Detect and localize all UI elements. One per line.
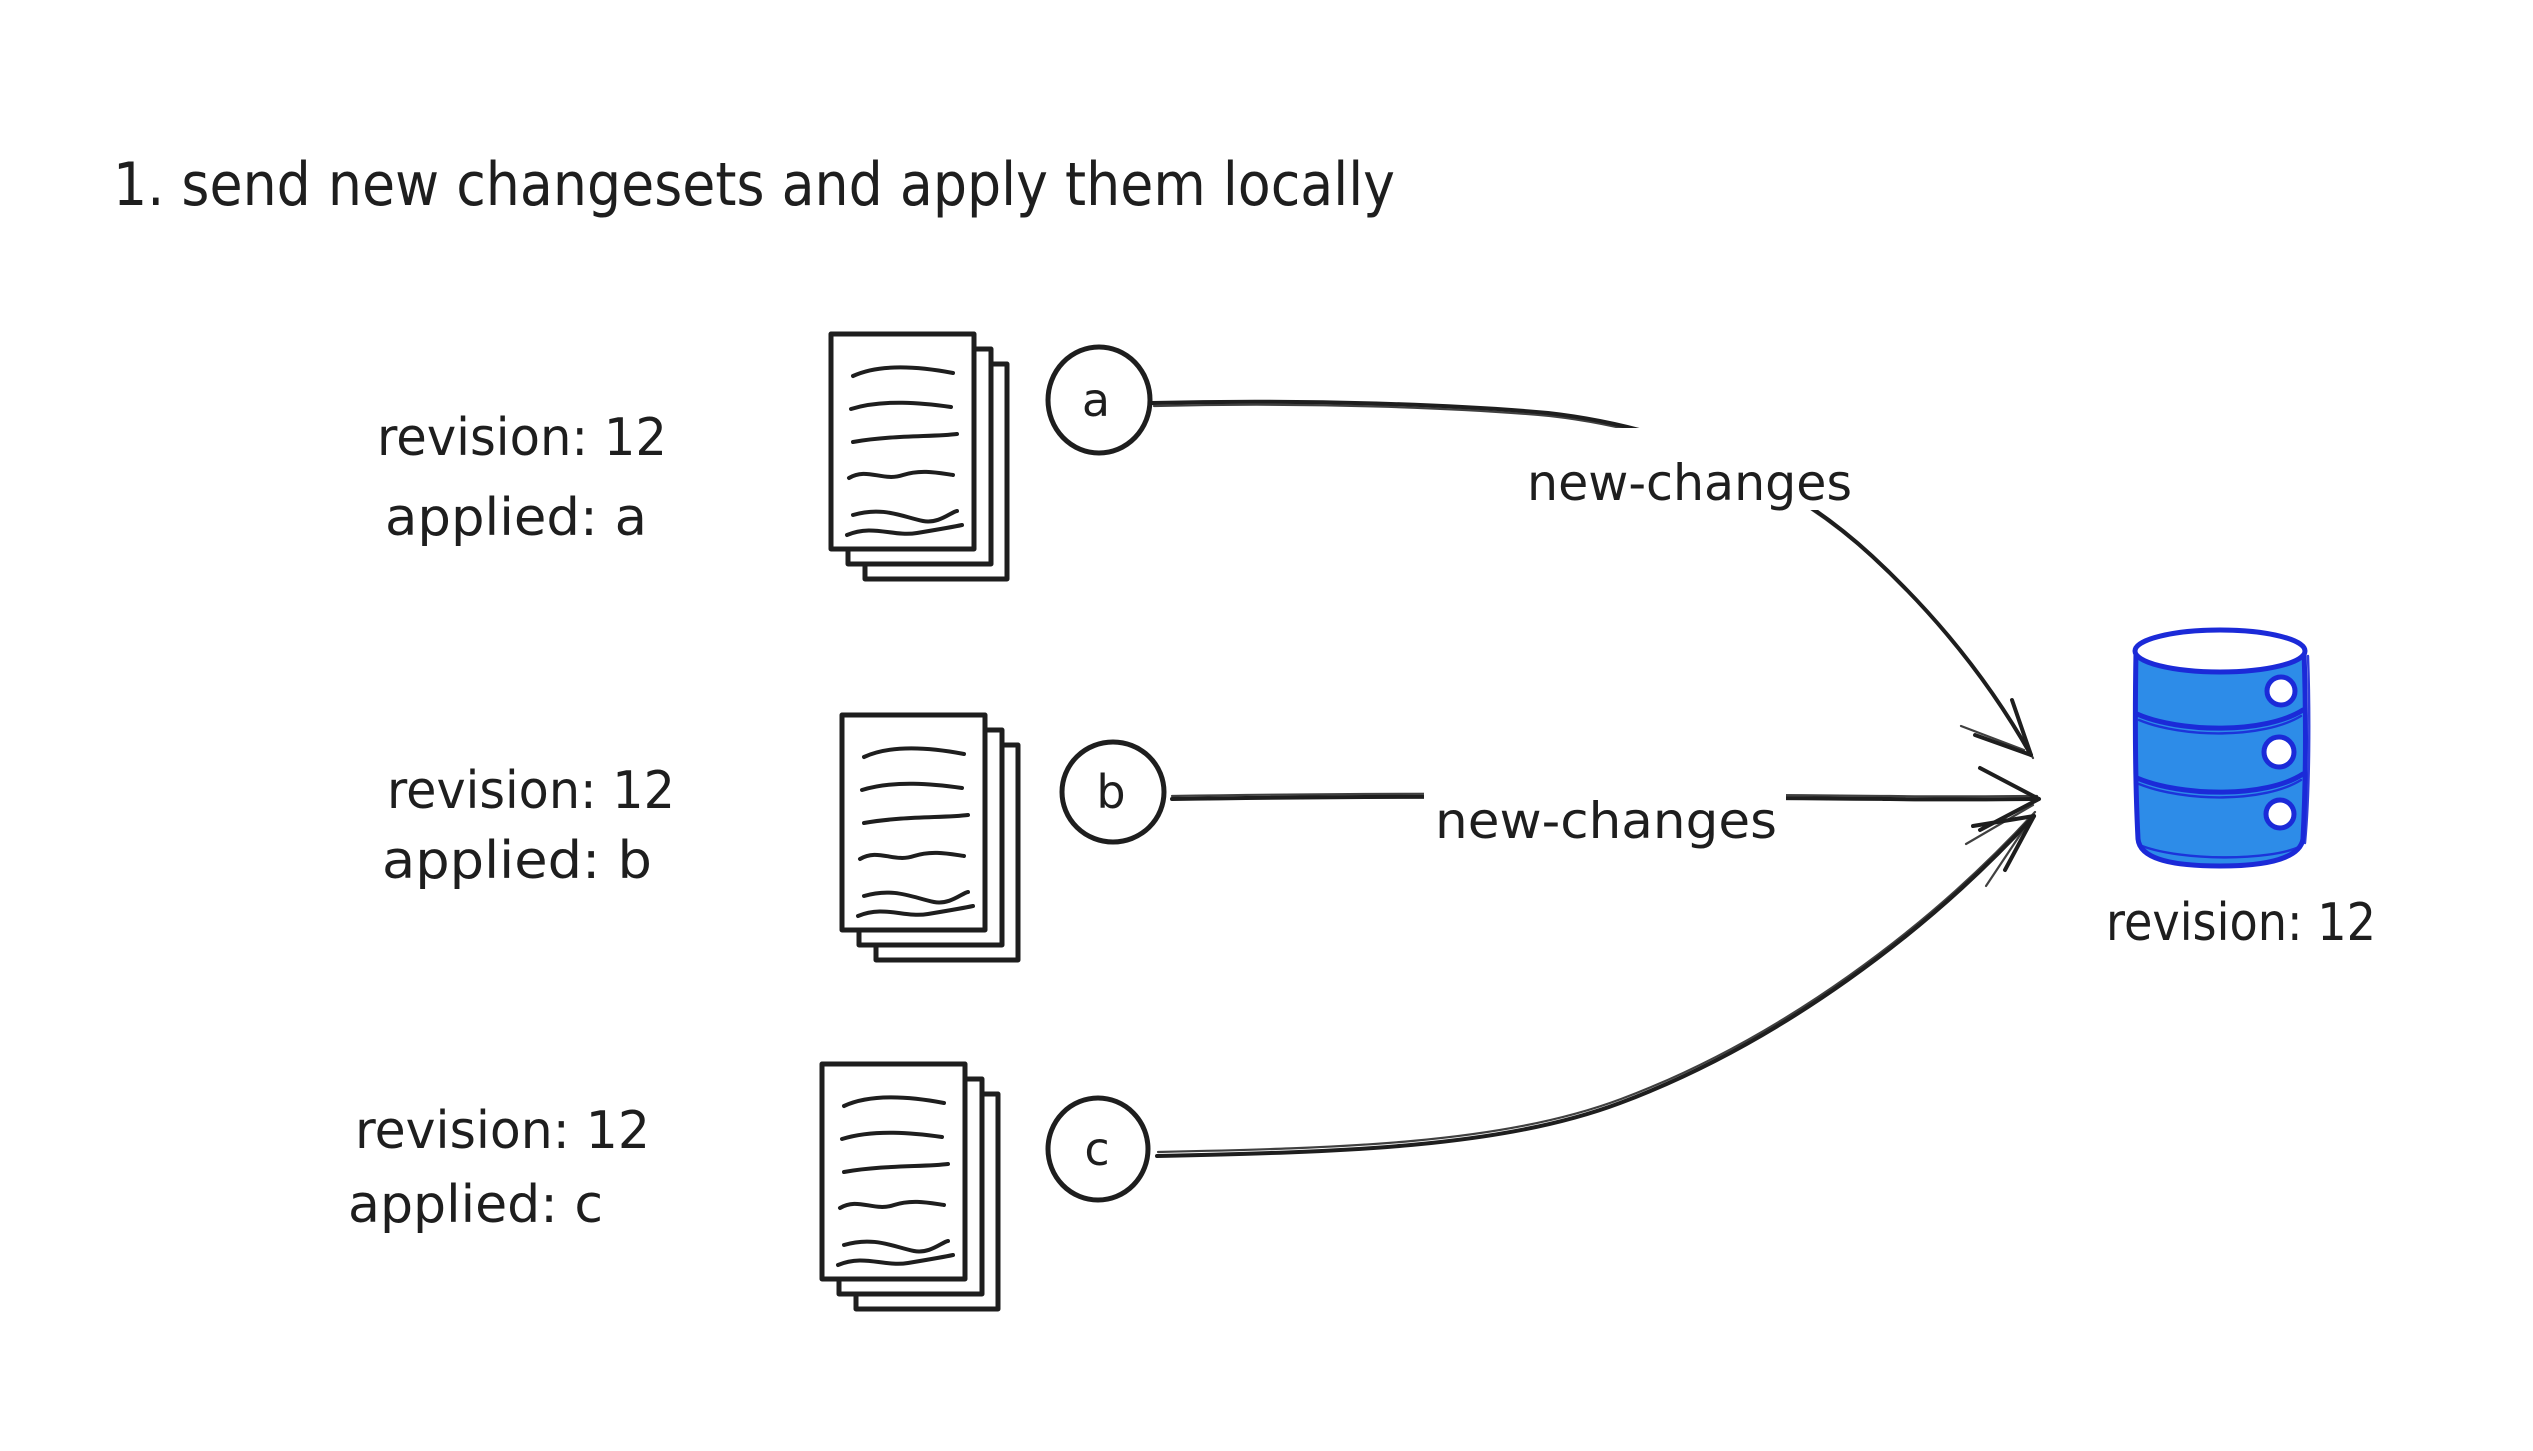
arrowhead-icon [1959,698,2033,757]
client-c-revision-label: revision: 12 [355,1101,650,1161]
arrow-c-to-database [1155,810,2037,1158]
diagram-title: 1. send new changesets and apply them lo… [113,150,1395,220]
document-stack-icon [831,334,1007,579]
database-dot-icon [2261,734,2297,770]
node-letter-c: c [1084,1122,1109,1176]
client-a-revision-label: revision: 12 [377,408,667,468]
database-dot-icon [2264,674,2298,708]
client-c-applied-label: applied: c [348,1175,603,1235]
arrow-label-mask [1424,764,1786,842]
arrowhead-icon [1971,814,2036,888]
database-icon [2132,627,2311,869]
client-b-revision-label: revision: 12 [387,761,675,821]
arrowhead-icon [1964,766,2041,846]
client-c-group: revision: 12 applied: c c [348,1064,1151,1309]
client-a-applied-label: applied: a [385,488,647,548]
node-letter-b: b [1096,765,1125,819]
changeset-node-c: c [1045,1095,1151,1203]
database-group: revision: 12 [2106,627,2376,953]
arrow-label-new-changes-a: new-changes [1527,454,1852,512]
changeset-node-b: b [1059,739,1167,845]
client-b-group: revision: 12 applied: b b [382,715,1167,960]
arrow-label-mask [1512,428,1874,510]
document-stack-icon [822,1064,998,1309]
database-dot-icon [2263,797,2297,831]
database-opening [2132,627,2308,675]
database-revision-label: revision: 12 [2106,893,2376,953]
changeset-node-a: a [1045,344,1153,456]
arrow-label-new-changes-b: new-changes [1435,792,1777,850]
client-a-group: revision: 12 applied: a a [377,334,1153,579]
node-letter-a: a [1082,373,1110,427]
client-b-applied-label: applied: b [382,831,652,891]
document-stack-icon [842,715,1018,960]
